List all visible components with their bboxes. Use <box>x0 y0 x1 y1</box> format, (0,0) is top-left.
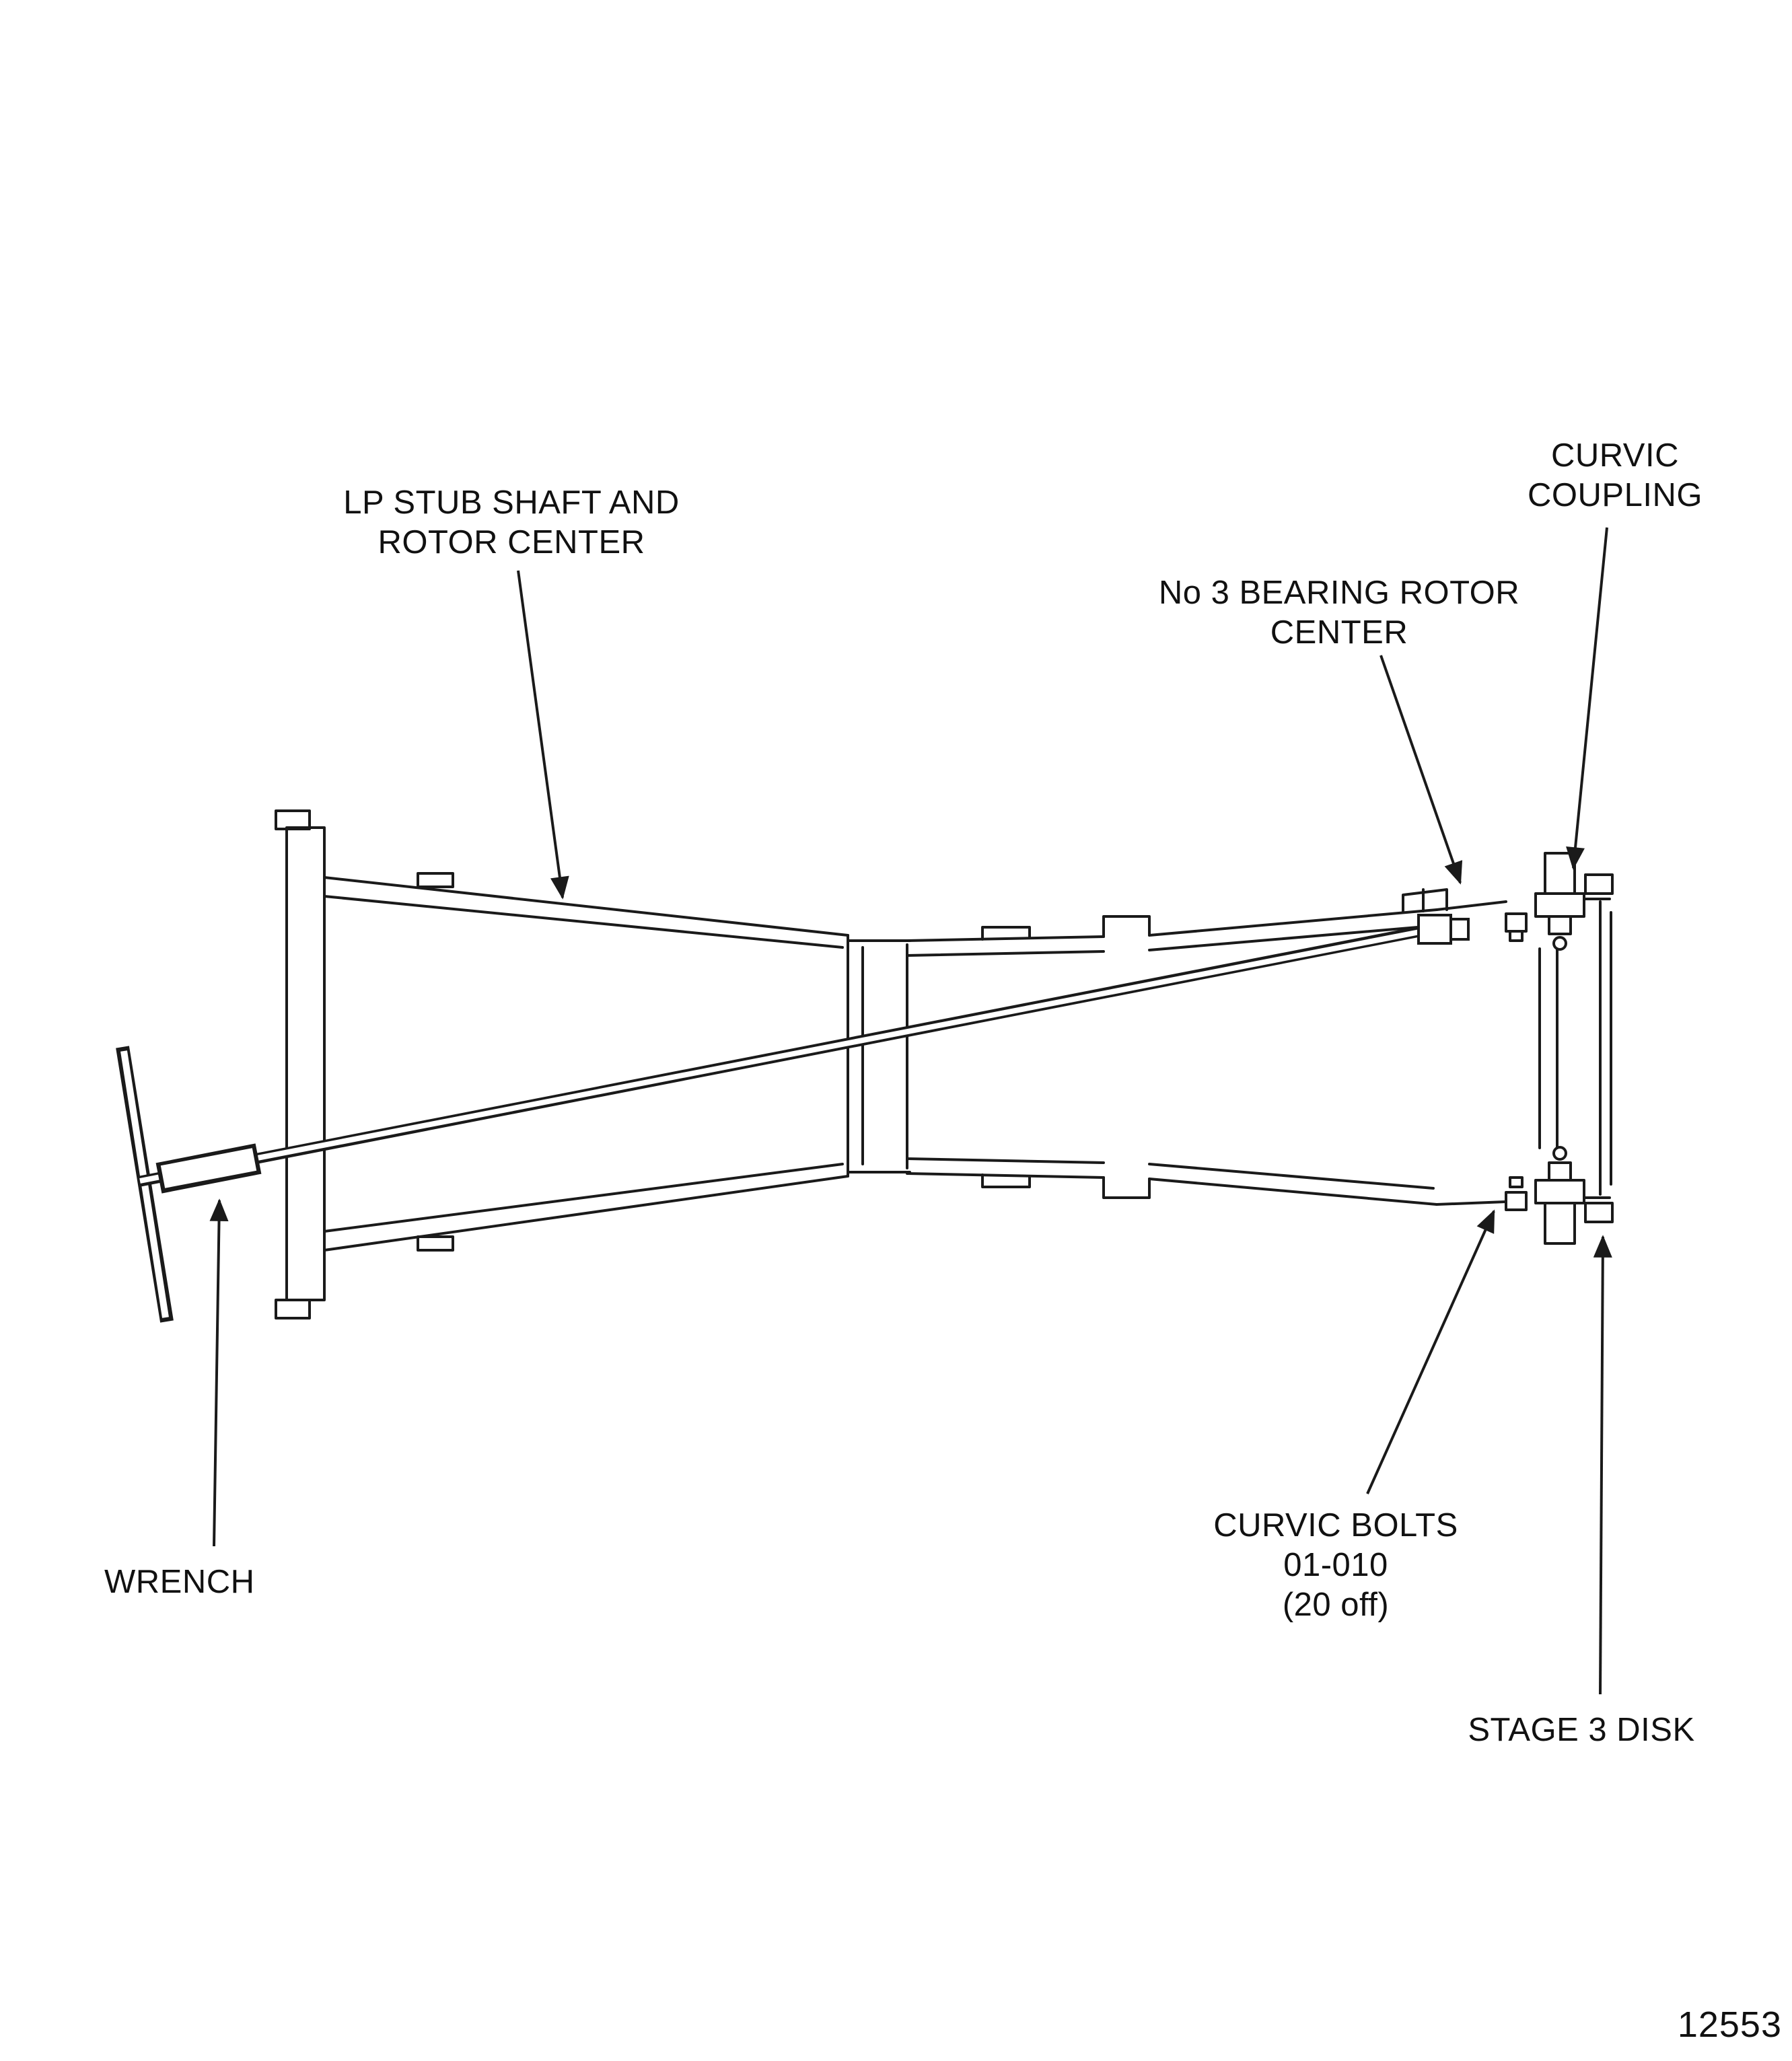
label-curvic-coupling-line1: CURVIC <box>1551 437 1679 474</box>
figure-number: 12553 <box>1677 2004 1782 2045</box>
leader-arrow-no3-bearing <box>1379 655 1463 885</box>
label-no3-bearing-line2: CENTER <box>1270 614 1408 651</box>
rotor-assembly-outline <box>275 809 1614 1319</box>
label-curvic-bolts: CURVIC BOLTS 01-010 (20 off) <box>1164 1506 1507 1624</box>
label-lp-stub-shaft: LP STUB SHAFT AND ROTOR CENTER <box>289 483 733 563</box>
label-curvic-bolts-line2: 01-010 <box>1283 1546 1388 1583</box>
leader-arrow-stage3-disk <box>1593 1235 1612 1695</box>
left-flange <box>275 809 326 1319</box>
label-curvic-coupling: CURVIC COUPLING <box>1460 436 1770 515</box>
wrench-drawing <box>116 914 1470 1323</box>
label-wrench-line1: WRENCH <box>104 1564 255 1600</box>
leader-arrow-wrench <box>209 1198 229 1547</box>
label-no3-bearing-line1: No 3 BEARING ROTOR <box>1158 575 1520 611</box>
label-stage3-disk: STAGE 3 DISK <box>1433 1710 1729 1750</box>
label-no3-bearing: No 3 BEARING ROTOR CENTER <box>1104 573 1575 653</box>
label-curvic-bolts-line1: CURVIC BOLTS <box>1213 1507 1458 1544</box>
wrench-socket-tip <box>1417 914 1470 945</box>
rotor-drum <box>906 900 1507 1206</box>
wrench-shaft <box>137 925 1429 1187</box>
label-lp-stub-shaft-line1: LP STUB SHAFT AND <box>343 484 680 521</box>
leader-arrow-lp-stub-shaft <box>517 570 569 900</box>
label-stage3-disk-line1: STAGE 3 DISK <box>1468 1712 1695 1748</box>
curvic-coupling-assembly <box>1505 852 1614 1245</box>
leader-arrows <box>209 527 1612 1695</box>
no3-bearing-fitting <box>1402 888 1448 914</box>
stub-shaft-cone <box>323 872 849 1252</box>
leader-arrow-curvic-bolts <box>1366 1209 1495 1494</box>
leader-arrow-curvic-coupling <box>1566 527 1608 870</box>
drum-joint-ring <box>847 939 911 1173</box>
label-curvic-coupling-line2: COUPLING <box>1528 476 1703 513</box>
label-curvic-bolts-line3: (20 off) <box>1282 1586 1390 1623</box>
label-wrench: WRENCH <box>104 1562 387 1602</box>
wrench-sleeve <box>155 1143 262 1194</box>
label-lp-stub-shaft-line2: ROTOR CENTER <box>378 523 645 561</box>
